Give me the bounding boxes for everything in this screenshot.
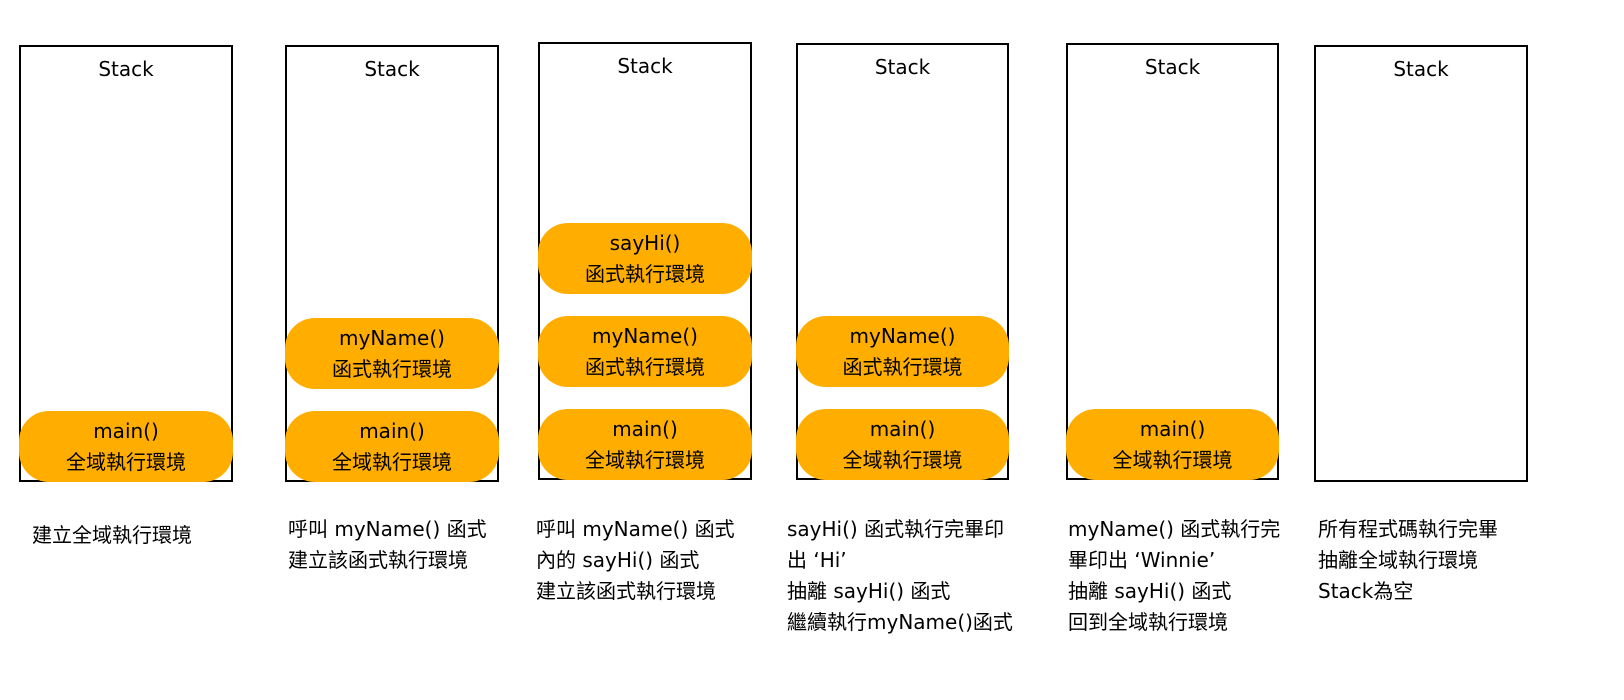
stack-box: Stack myName() 函式執行環境 main() 全域執行環境	[285, 45, 499, 482]
execution-context-frame: myName() 函式執行環境	[285, 318, 499, 389]
frame-function-name: myName()	[849, 323, 956, 348]
caption-line: myName() 函式執行完	[1068, 517, 1281, 541]
frame-function-name: main()	[612, 416, 678, 441]
frame-context-label: 函式執行環境	[585, 354, 705, 379]
step-caption: 呼叫 myName() 函式內的 sayHi() 函式建立該函式執行環境	[536, 514, 735, 607]
caption-line: 內的 sayHi() 函式	[536, 548, 700, 572]
frame-context-label: 函式執行環境	[332, 356, 452, 381]
step-caption: myName() 函式執行完畢印出 ‘Winnie’ 抽離 sayHi() 函式回…	[1068, 514, 1280, 638]
step-caption: 所有程式碼執行完畢抽離全域執行環境 Stack為空	[1318, 514, 1498, 607]
frame-function-name: main()	[1139, 416, 1206, 441]
execution-context-frame: main() 全域執行環境	[538, 409, 752, 480]
caption-line: 畢印出 ‘Winnie’	[1068, 548, 1216, 572]
caption-line: 呼叫 myName() 函式	[536, 517, 735, 541]
step-caption: sayHi() 函式執行完畢印出 ‘Hi’ 抽離 sayHi() 函式繼續執行my…	[787, 514, 1013, 638]
frame-function-name: main()	[359, 418, 425, 443]
frame-context-label: 全域執行環境	[66, 449, 186, 474]
stack-box: Stack main() 全域執行環境	[19, 45, 233, 482]
frame-context-label: 函式執行環境	[842, 354, 963, 379]
execution-context-frame: main() 全域執行環境	[1066, 409, 1279, 480]
frame-function-name: main()	[869, 416, 936, 441]
caption-line: 所有程式碼執行完畢	[1318, 517, 1498, 541]
caption-line: 建立該函式執行環境	[288, 548, 468, 572]
stack-box: Stack main() 全域執行環境	[1066, 43, 1279, 480]
frame-context-label: 全域執行環境	[332, 449, 452, 474]
frame-context-label: 全域執行環境	[1112, 447, 1233, 472]
caption-line: 出 ‘Hi’	[787, 548, 847, 572]
stack-title: Stack	[98, 57, 154, 81]
caption-line: 回到全域執行環境	[1068, 610, 1228, 634]
frame-context-label: 全域執行環境	[842, 447, 963, 472]
stack-box: Stack	[1314, 45, 1528, 482]
execution-context-frame: main() 全域執行環境	[796, 409, 1009, 480]
execution-context-frame: myName() 函式執行環境	[796, 316, 1009, 387]
execution-context-frame: sayHi() 函式執行環境	[538, 223, 752, 294]
stack-box: Stack myName() 函式執行環境 main() 全域執行環境	[796, 43, 1009, 480]
caption-line: Stack為空	[1318, 579, 1414, 603]
stack-title: Stack	[1393, 57, 1449, 81]
frame-function-name: myName()	[592, 323, 698, 348]
caption-line: 抽離 sayHi() 函式	[1068, 579, 1232, 603]
execution-context-frame: main() 全域執行環境	[285, 411, 499, 482]
frame-context-label: 全域執行環境	[585, 447, 705, 472]
frame-function-name: myName()	[339, 325, 445, 350]
execution-context-frame: main() 全域執行環境	[19, 411, 233, 482]
caption-line: 呼叫 myName() 函式	[288, 517, 487, 541]
stack-box: Stack sayHi() 函式執行環境 myName() 函式執行環境 main() 全域…	[538, 42, 752, 480]
caption-line: sayHi() 函式執行完畢印	[787, 517, 1005, 541]
execution-context-frame: myName() 函式執行環境	[538, 316, 752, 387]
step-caption: 呼叫 myName() 函式建立該函式執行環境	[288, 514, 487, 576]
caption-line: 建立全域執行環境	[32, 523, 192, 547]
stack-title: Stack	[1144, 55, 1201, 79]
frame-function-name: main()	[93, 418, 159, 443]
caption-line: 建立該函式執行環境	[536, 579, 716, 603]
step-caption: 建立全域執行環境	[32, 520, 192, 551]
frame-function-name: sayHi()	[609, 230, 681, 255]
frame-context-label: 函式執行環境	[585, 261, 705, 286]
stack-title: Stack	[364, 57, 420, 81]
caption-line: 繼續執行myName()函式	[787, 610, 1013, 634]
stack-title: Stack	[874, 55, 931, 79]
caption-line: 抽離 sayHi() 函式	[787, 579, 951, 603]
caption-line: 抽離全域執行環境	[1318, 548, 1478, 572]
stack-title: Stack	[617, 54, 673, 78]
